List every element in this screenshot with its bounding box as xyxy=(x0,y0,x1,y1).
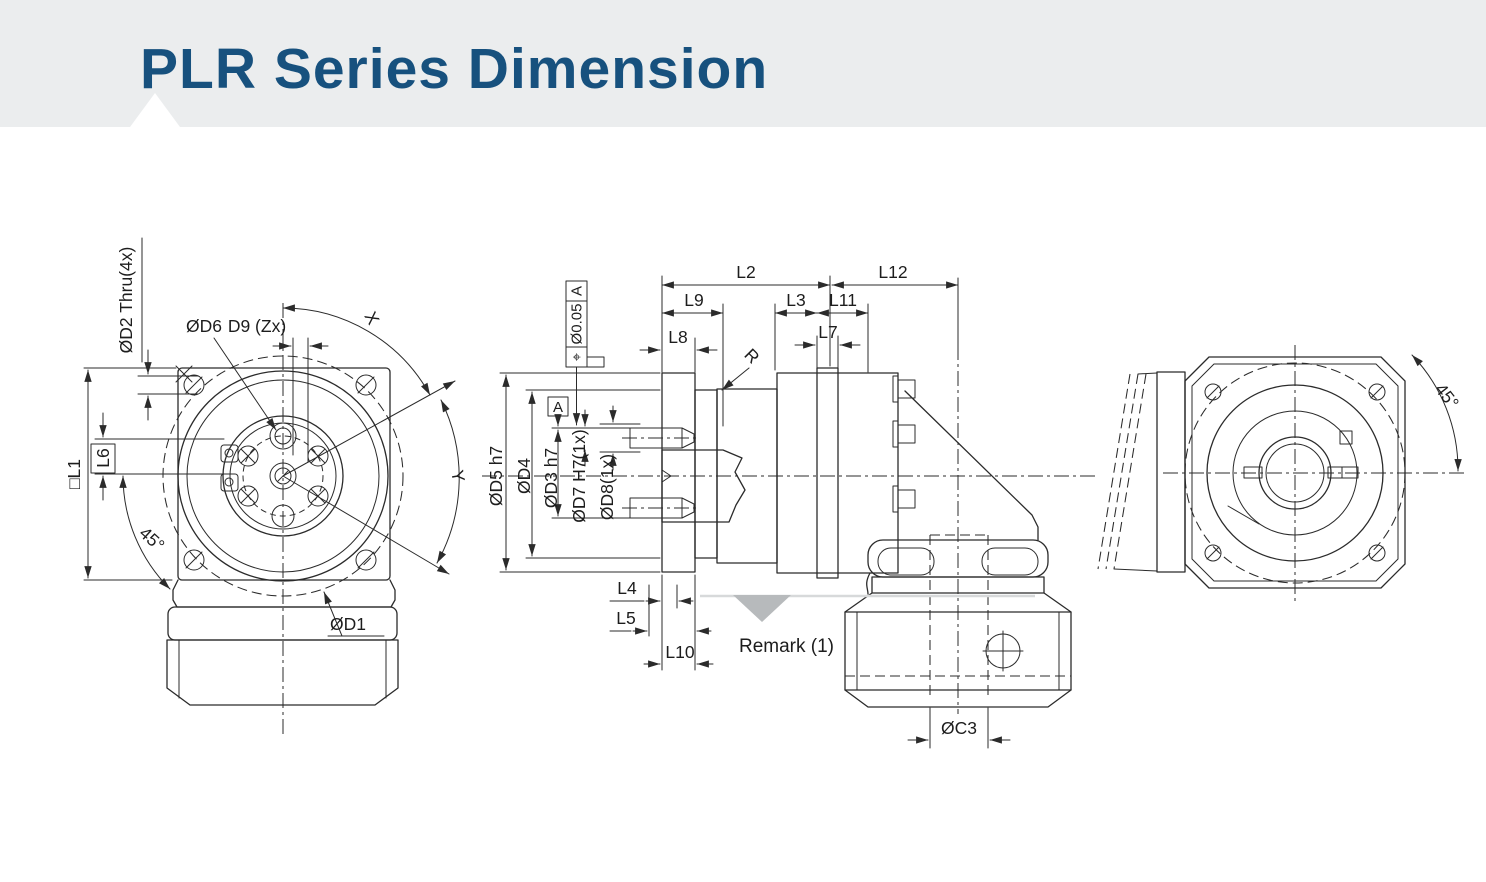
clamp-coupling-section xyxy=(661,449,746,523)
page-title: PLR Series Dimension xyxy=(140,37,768,101)
front-view: □L1 L6 ØD2 Thru(4x) ØD6 D9 (Zx) xyxy=(64,237,469,735)
pilot-boss xyxy=(694,389,718,559)
dim-label-l8: L8 xyxy=(668,327,687,347)
dim-label-45-front: 45° xyxy=(135,523,168,556)
header-band: PLR Series Dimension xyxy=(0,0,1486,127)
datum-a-label: A xyxy=(553,399,563,416)
side-pilot-circle xyxy=(1206,384,1384,562)
fcf-tolerance-label: Ø0.05 xyxy=(569,304,586,345)
hub-bolt-circle xyxy=(242,435,324,517)
x-angle-arc xyxy=(282,304,431,396)
dim-label-l9: L9 xyxy=(684,290,703,310)
dim-label-d3: ØD3 h7 xyxy=(541,448,561,508)
section-body xyxy=(622,277,1072,714)
dim-label-l4: L4 xyxy=(617,578,637,598)
fcf-datum-label: A xyxy=(569,286,586,296)
dim-label-d8: ØD8(1x) xyxy=(597,454,617,520)
side-inner-circle xyxy=(1232,410,1358,536)
flange-plate xyxy=(661,372,696,573)
corner-chamfer-mark xyxy=(175,365,193,383)
dim-label-l6: L6 xyxy=(93,448,113,467)
bend-housing-diagonal xyxy=(904,390,1039,541)
dim-label-c3: ØC3 xyxy=(941,718,977,738)
input-pin-bottom xyxy=(622,497,700,519)
dim-label-l7: L7 xyxy=(818,322,837,342)
feature-control-frame: A Ø0.05 ⌖ xyxy=(565,280,605,426)
dim-label-x: X xyxy=(360,308,383,328)
dim-label-d4: ØD4 xyxy=(514,458,534,494)
motor-adapter-edge xyxy=(1097,371,1186,573)
dim-label-d9: D9 (Zx) xyxy=(228,316,286,336)
side-bore-inner xyxy=(1265,443,1325,503)
dim-label-d5: ØD5 h7 xyxy=(486,446,506,506)
dim-label-45-side: 45° xyxy=(1431,379,1463,412)
side-view: 45° xyxy=(1097,345,1468,602)
dim-label-l11: L11 xyxy=(829,290,857,310)
dim-label-d2: ØD2 Thru(4x) xyxy=(116,247,136,354)
side-square-inner xyxy=(1191,363,1399,582)
side-bore-outer xyxy=(1258,436,1332,510)
ring-plate xyxy=(816,367,839,579)
section-bottom-dimensions: L4 L5 L10 ØC3 xyxy=(609,574,1011,749)
front-dimensions: □L1 L6 ØD2 Thru(4x) ØD6 D9 (Zx) xyxy=(64,237,469,637)
motor-bolts xyxy=(892,375,916,513)
dim-label-r: R xyxy=(740,344,763,367)
dim-label-l5: L5 xyxy=(616,608,635,628)
side-chamfer-line xyxy=(1227,505,1260,525)
front-base xyxy=(166,579,399,706)
dim-label-y: Y xyxy=(447,469,469,484)
angle-45-arc xyxy=(119,475,171,590)
side-45-arc xyxy=(1411,354,1462,472)
dim-label-d1: ØD1 xyxy=(330,614,366,634)
coupling-notch xyxy=(661,469,672,483)
remark-marker: Remark (1) xyxy=(700,594,1035,657)
input-pin-top xyxy=(622,427,700,449)
dim-label-d6: ØD6 xyxy=(186,316,222,336)
dim-label-l3: L3 xyxy=(786,290,805,310)
remark-label: Remark (1) xyxy=(739,636,834,657)
position-symbol-icon: ⌖ xyxy=(569,352,586,361)
remark-triangle xyxy=(733,595,791,622)
hub-bolt-holes xyxy=(237,422,329,528)
dim-label-l2: L2 xyxy=(736,262,755,282)
bend-housing-left-curve xyxy=(866,572,871,595)
dim-label-l10: L10 xyxy=(665,642,694,662)
dim-label-l12: L12 xyxy=(878,262,907,282)
section-view: Remark (1) L2 L12 L9 L3 L11 L8 xyxy=(482,262,1098,749)
diagonal-upper xyxy=(282,380,456,477)
dim-label-l1: □L1 xyxy=(64,459,84,489)
section-top-dimensions: L2 L12 L9 L3 L11 L8 L7 R xyxy=(639,262,959,427)
hub-circle-outer xyxy=(222,415,344,537)
section-left-dimensions: ØD5 h7 ØD4 ØD3 h7 ØD7 H7(1x) ØD8(1x) A xyxy=(486,280,661,573)
y-angle-arc xyxy=(436,399,460,564)
header-background xyxy=(0,0,1486,127)
side-key-slots xyxy=(1243,466,1359,479)
side-notch xyxy=(1339,430,1353,445)
header-notch-triangle xyxy=(130,93,180,127)
diagonal-lower xyxy=(282,475,450,575)
dim-label-d7: ØD7 H7(1x) xyxy=(569,429,589,522)
